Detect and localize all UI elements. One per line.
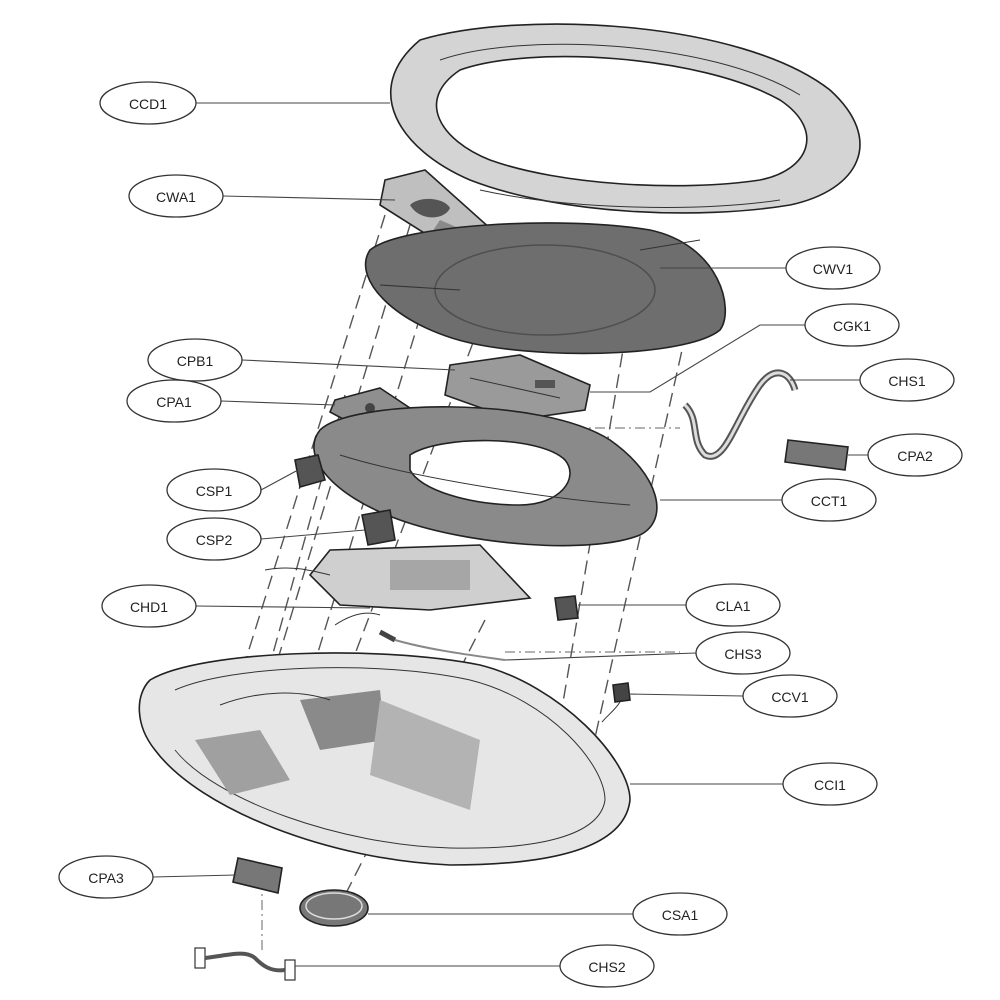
part-cwv1-plate [364,222,727,355]
label-cgk1: CGK1 [804,303,900,347]
part-cct1-frame [313,406,658,547]
label-cgk1-text: CGK1 [833,318,871,334]
label-chd1-text: CHD1 [130,599,168,615]
label-cpa2-text: CPA2 [897,448,933,464]
label-csa1-text: CSA1 [662,907,699,923]
part-ccd1-ring [390,23,861,214]
part-cpb1-board [444,354,591,421]
label-csp1: CSP1 [166,468,262,512]
part-csp1-spring [294,454,326,489]
part-ccv1-connector [601,682,631,723]
part-cla1-clip [554,595,579,621]
label-chs2: CHS2 [559,944,655,988]
label-cpb1: CPB1 [147,338,243,382]
part-cpa3-card [232,857,283,894]
label-cpa3: CPA3 [58,855,154,899]
label-cct1: CCT1 [781,478,877,522]
label-chs1-text: CHS1 [888,373,926,389]
part-chs3-cable [378,629,506,661]
part-chs2-cable [194,947,296,981]
label-cpa1: CPA1 [126,379,222,423]
label-csa1: CSA1 [632,892,728,936]
part-chd1-plate [264,544,532,626]
label-csp1-text: CSP1 [196,483,233,499]
label-chs3: CHS3 [695,631,791,675]
label-cpb1-text: CPB1 [177,353,214,369]
label-cla1: CLA1 [685,583,781,627]
label-ccv1-text: CCV1 [771,689,809,705]
part-chs1-cable [682,369,799,460]
label-chd1: CHD1 [101,584,197,628]
part-cci1-base [138,652,631,866]
label-cwv1-text: CWV1 [813,261,854,277]
part-csa1-disc [299,889,369,927]
label-chs1: CHS1 [859,358,955,402]
label-cci1: CCI1 [782,762,878,806]
label-chs2-text: CHS2 [588,959,626,975]
label-cwa1-text: CWA1 [156,189,196,205]
label-cla1-text: CLA1 [715,598,750,614]
label-cpa3-text: CPA3 [88,870,124,886]
label-csp2-text: CSP2 [196,532,233,548]
label-cci1-text: CCI1 [814,777,846,793]
label-ccd1-text: CCD1 [129,96,167,112]
part-cpa2-card [784,439,849,471]
label-cpa2: CPA2 [867,433,963,477]
label-ccd1: CCD1 [99,81,197,125]
label-cct1-text: CCT1 [811,493,848,509]
label-chs3-text: CHS3 [724,646,762,662]
part-csp2-spring [361,509,396,546]
label-cpa1-text: CPA1 [156,394,192,410]
label-cwa1: CWA1 [128,174,224,218]
label-ccv1: CCV1 [742,674,838,718]
label-cwv1: CWV1 [785,246,881,290]
label-csp2: CSP2 [166,517,262,561]
leader-lines [152,102,868,967]
